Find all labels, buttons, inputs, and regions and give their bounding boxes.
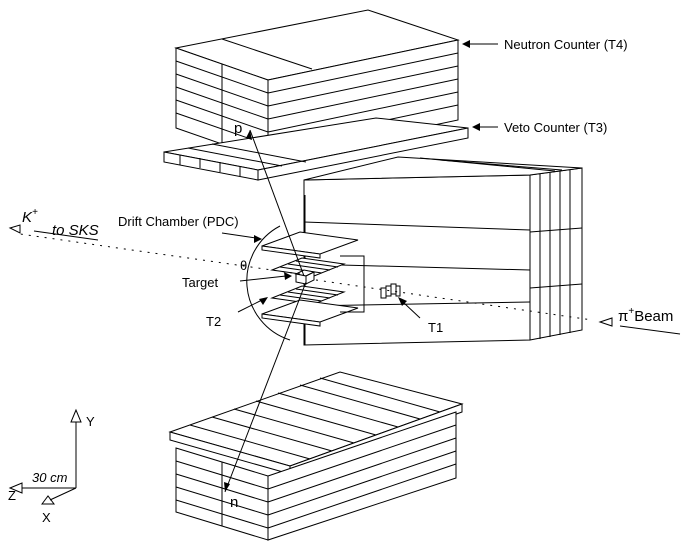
drift-chamber-plate-top: [261, 231, 359, 259]
target-box: [294, 269, 316, 285]
x-axis-arrow-icon: [41, 495, 55, 505]
proton-label: p: [234, 120, 242, 137]
leader-arrows: [8, 40, 681, 335]
kaon-label: K+: [22, 207, 38, 226]
neutron-counter-label: Neutron Counter (T4): [504, 37, 628, 52]
veto-counter-label: Veto Counter (T3): [504, 120, 607, 135]
drift-chamber-plate-bottom: [261, 299, 359, 327]
pion-beam-label: π+Beam: [618, 306, 673, 325]
chamber-frame: [340, 255, 365, 313]
axis-triad: [8, 408, 82, 505]
beam-and-tracks: [19, 129, 593, 493]
neutron-label: n: [230, 494, 238, 511]
neutron-counter-bottom: [175, 411, 457, 541]
side-counter-block: [303, 156, 583, 346]
drift-chamber-label: Drift Chamber (PDC): [118, 214, 239, 229]
t2-counter-upper: [270, 257, 346, 277]
target-region: [246, 225, 401, 341]
kaon-destination-label: to SKS: [52, 222, 99, 239]
t2-label: T2: [206, 314, 221, 329]
y-axis-label: Y: [86, 414, 95, 429]
veto-counter-top: [163, 117, 469, 181]
z-axis-arrow-icon: [8, 482, 23, 494]
x-axis-label: X: [42, 510, 51, 525]
proton-arrowhead: [246, 130, 252, 140]
t1-label: T1: [428, 320, 443, 335]
neutron-arrowhead: [224, 482, 230, 492]
scale-label: 30 cm: [32, 470, 68, 485]
z-axis-label: Z: [8, 488, 16, 503]
theta-label: θ: [240, 258, 247, 273]
proton-track: [249, 129, 305, 277]
pion-beam-line: [315, 279, 593, 321]
y-axis-arrow-icon: [70, 408, 82, 423]
neutron-track: [224, 281, 307, 493]
target-label: Target: [182, 275, 219, 290]
